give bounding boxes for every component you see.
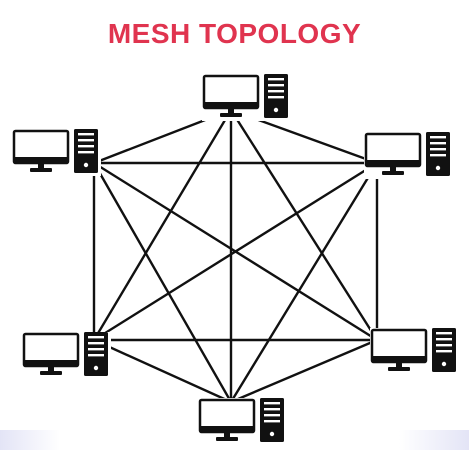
mesh-link [229,161,379,404]
monitor-stand [382,171,404,175]
mesh-links [92,108,379,404]
computer-icon [370,328,459,375]
tower-case [426,132,450,176]
monitor-stand [216,437,238,441]
mesh-link [229,338,379,404]
mesh-nodes [12,74,459,445]
computer-icon [12,129,101,176]
monitor-stand [40,371,62,375]
computer-icon [22,332,111,379]
mesh-link [92,108,233,342]
computer-icon [364,132,453,179]
monitor-stand [30,168,52,172]
diagram-title: MESH TOPOLOGY [107,18,362,49]
tower-case [260,398,284,442]
monitor-stand [388,367,410,371]
mesh-link [229,108,379,342]
corner-shade [399,430,469,450]
mesh-link [92,161,233,404]
tower-case [74,129,98,173]
monitor-stand [220,113,242,117]
computer-icon [198,398,287,445]
mesh-link [92,161,379,342]
tower-case [264,74,288,118]
tower-case [84,332,108,376]
tower-case [432,328,456,372]
mesh-link [92,338,233,404]
computer-icon [202,74,291,121]
corner-shade [0,430,60,450]
